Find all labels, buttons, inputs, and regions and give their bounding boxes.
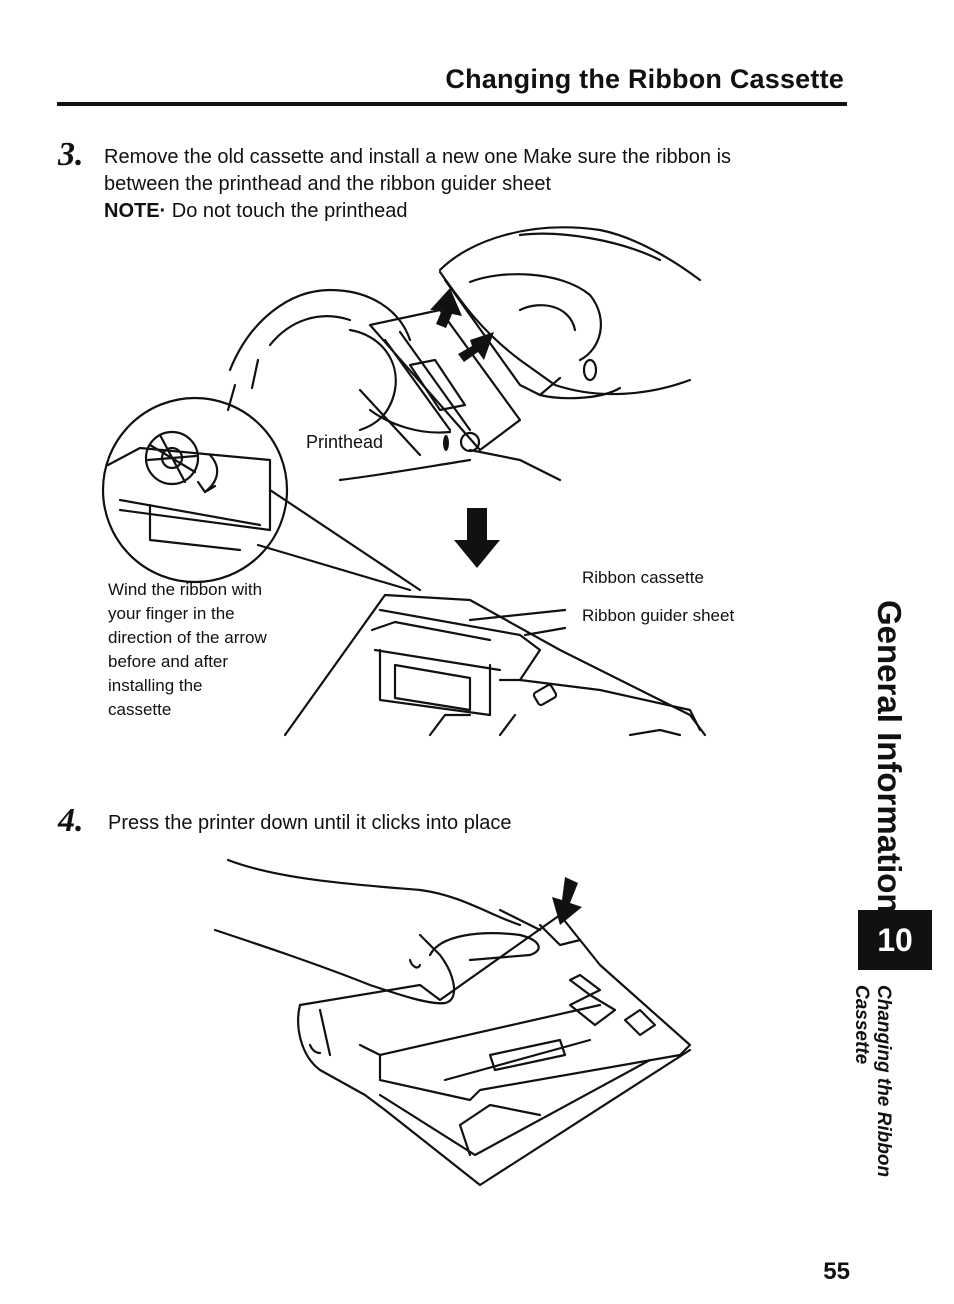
wind-note-line-5: installing the — [108, 676, 203, 695]
wind-note-line-1: Wind the ribbon with — [108, 580, 263, 599]
label-ribbon-cassette: Ribbon cassette — [582, 568, 704, 587]
wind-note-line-3: direction of the arrow — [108, 628, 267, 647]
sidebar-subsection: Changing the Ribbon Cassette — [850, 985, 894, 1177]
label-printhead: Printhead — [306, 432, 384, 452]
step-3-line-1: Remove the old cassette and install a ne… — [104, 146, 732, 168]
sidebar-subsection-line-2: Cassette — [851, 985, 872, 1065]
sidebar-section-title: General Information — [871, 600, 908, 914]
cassette-held-illustration — [338, 308, 562, 482]
note-label: NOTE· — [104, 200, 167, 222]
hand-right-illustration — [438, 226, 702, 400]
insert-arrows — [430, 288, 494, 362]
printer-closed-illustration — [297, 913, 692, 1187]
step-4-text: Press the printer down until it clicks i… — [108, 812, 512, 834]
sidebar-subsection-line-1: Changing the Ribbon — [873, 985, 894, 1178]
hand-press-illustration — [213, 858, 542, 1005]
press-arrow — [552, 877, 582, 925]
down-arrow — [454, 508, 500, 568]
figure-cassette-install — [101, 226, 707, 737]
step-3-note: NOTE· Do not touch the printhead — [104, 198, 731, 225]
step-4-number: 4. — [58, 802, 84, 839]
printer-base-illustration — [283, 593, 707, 737]
note-text: Do not touch the printhead — [166, 200, 408, 222]
chapter-number: 10 — [877, 921, 913, 958]
header-rule — [57, 102, 847, 106]
label-ribbon-guider-sheet: Ribbon guider sheet — [582, 606, 735, 625]
wind-note-line-2: your finger in the — [108, 604, 235, 623]
hand-left-illustration — [226, 288, 452, 457]
page-header-title: Changing the Ribbon Cassette — [445, 64, 844, 94]
step-3-text: Remove the old cassette and install a ne… — [104, 144, 731, 225]
figure-press-printer — [213, 858, 692, 1187]
printhead-marker — [443, 435, 449, 451]
page-number: 55 — [823, 1258, 850, 1285]
magnifier-circle — [101, 396, 422, 592]
step-3-number: 3. — [58, 136, 84, 173]
wind-note-line-6: cassette — [108, 700, 172, 719]
wind-ribbon-note: Wind the ribbon with your finger in the … — [108, 578, 267, 722]
wind-note-line-4: before and after — [108, 652, 229, 671]
chapter-tab: 10 — [858, 910, 932, 970]
step-3-line-2: between the printhead and the ribbon gui… — [104, 173, 552, 195]
